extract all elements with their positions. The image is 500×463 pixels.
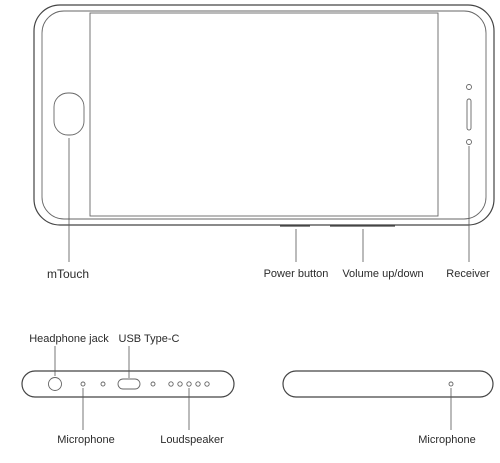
mtouch-label: mTouch (46, 267, 90, 281)
loudspeaker-hole-5 (204, 381, 210, 387)
bottom-microphone-hole (80, 381, 86, 387)
volume-label: Volume up/down (342, 268, 424, 280)
power-button-label: Power button (263, 268, 329, 280)
phone-screen (89, 12, 439, 217)
usb-label: USB Type-C (118, 333, 180, 345)
loudspeaker-label: Loudspeaker (160, 434, 224, 446)
receiver-label: Receiver (446, 268, 490, 280)
headphone-jack-label: Headphone jack (29, 333, 109, 345)
front-sensor (466, 84, 472, 90)
top-edge-body (282, 370, 494, 398)
bottom-screw-hole (100, 381, 106, 387)
headphone-jack-port (48, 377, 62, 391)
phone-outer-body (33, 4, 495, 226)
microphone-right-label: Microphone (418, 434, 476, 446)
phone-bottom-view (21, 370, 235, 398)
usb-type-c-port (117, 378, 141, 390)
loudspeaker-hole-1 (168, 381, 174, 387)
receiver-slot (466, 98, 472, 131)
phone-front-view (33, 4, 495, 227)
phone-inner-bezel (41, 10, 487, 220)
loudspeaker-hole-3 (186, 381, 192, 387)
microphone-left-label: Microphone (57, 434, 115, 446)
loudspeaker-hole-2 (177, 381, 183, 387)
top-microphone-hole (448, 381, 454, 387)
front-camera (466, 139, 472, 145)
phone-top-view (282, 370, 494, 398)
loudspeaker-hole-4 (195, 381, 201, 387)
mtouch-button (53, 92, 85, 136)
bottom-screw-hole-2 (150, 381, 156, 387)
bottom-edge-body (21, 370, 235, 398)
